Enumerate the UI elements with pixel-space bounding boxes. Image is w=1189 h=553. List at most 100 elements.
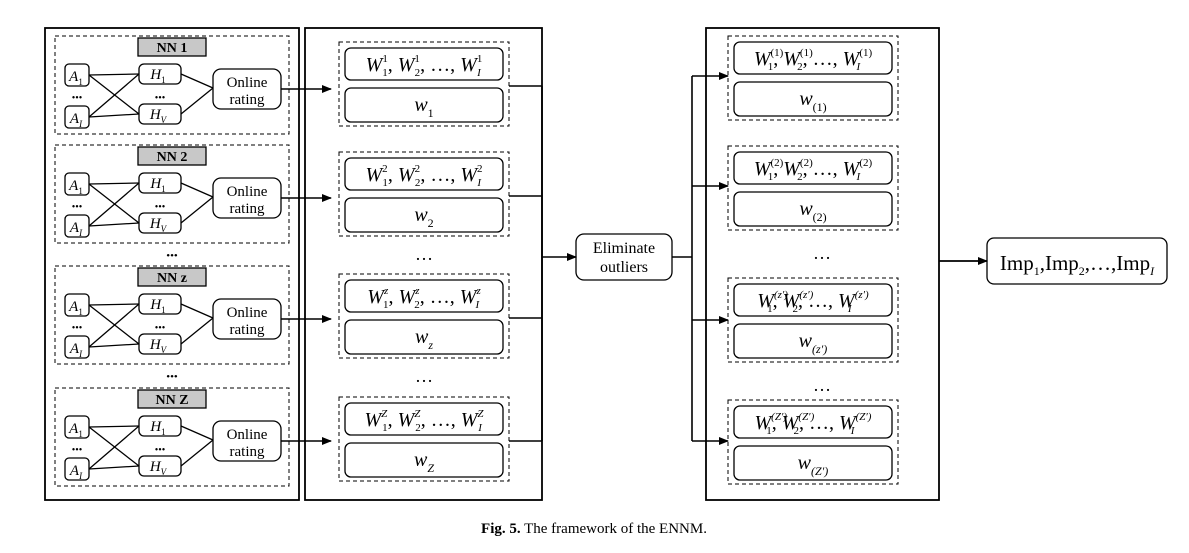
sorted-ellipsis: … (813, 243, 831, 263)
nn-label-box (137, 146, 207, 166)
weight-panel (338, 396, 510, 482)
hidden-ellipsis: ••• (155, 202, 166, 213)
connection (88, 343, 140, 348)
eliminate-line1: Eliminate (593, 240, 655, 257)
nn-label: NN 1 (157, 41, 188, 56)
weight-panel (338, 41, 510, 127)
sorted-weight-panel (727, 145, 899, 231)
connection (88, 425, 140, 428)
nn-label-box (137, 37, 207, 57)
connection (88, 222, 140, 227)
sorted-weight-panel (727, 35, 899, 121)
output-box (986, 237, 1168, 285)
weight-scalar-box (344, 442, 504, 478)
connection (88, 73, 140, 76)
connection (180, 303, 214, 319)
weight-scalar: w2 (414, 204, 433, 230)
online-rating-line1: Online (227, 184, 268, 200)
nn-label-box (137, 389, 207, 409)
output-label: Imp1,Imp2,…,ImpI (1000, 251, 1155, 278)
weights-ellipsis: … (415, 366, 433, 386)
connection (88, 113, 140, 118)
online-rating-line1: Online (227, 75, 268, 91)
hidden-node-label: HV (149, 107, 168, 125)
sorted-weight-scalar-box (733, 445, 893, 481)
sorted-weight-vector-box (733, 41, 893, 75)
connection (88, 182, 140, 227)
nn-ellipsis: ••• (166, 371, 178, 383)
connection (180, 439, 214, 467)
connection (88, 425, 140, 470)
sorted-weight-vector: W(Z′)1, W(Z′)2, …, W(Z′)I (755, 411, 872, 437)
online-rating-line2: rating (230, 92, 265, 108)
connection (88, 303, 140, 348)
weight-scalar: wz (415, 326, 433, 352)
sorted-weight-vector-box (733, 151, 893, 185)
nn-panel (54, 144, 290, 244)
sorted-weight-panel (727, 277, 899, 363)
input-node-label: A1 (68, 69, 83, 87)
sorted-weight-vector: W(1)1, W(1)2, …, W(1)I (754, 47, 873, 73)
input-ellipsis: ••• (72, 445, 83, 456)
hidden-node-label: HV (149, 459, 168, 477)
input-ellipsis: ••• (72, 202, 83, 213)
connection (180, 182, 214, 198)
connection (180, 87, 214, 115)
nn-ensemble-frame (44, 27, 300, 501)
sorted-weight-scalar: w(2) (799, 198, 826, 224)
connection (88, 465, 140, 470)
sorted-ellipsis: … (813, 375, 831, 395)
sorted-weight-vector: W(2)1, W(2)2, …, W(2)I (754, 157, 873, 183)
connection (180, 73, 214, 89)
nn-label-box (137, 267, 207, 287)
online-rating-line2: rating (230, 322, 265, 338)
nn-label: NN 2 (157, 150, 188, 165)
input-node-label: AI (69, 463, 83, 481)
hidden-node-label: H1 (149, 419, 165, 437)
connection (180, 425, 214, 441)
eliminate-line2: outliers (600, 259, 648, 276)
connection (180, 196, 214, 224)
connection (88, 426, 140, 467)
connection (88, 304, 140, 345)
sorted-weight-scalar-box (733, 323, 893, 359)
hidden-node-label: H1 (149, 297, 165, 315)
sorted-weight-panel (727, 399, 899, 485)
online-rating-line1: Online (227, 427, 268, 443)
connection (88, 182, 140, 185)
sorted-weight-scalar: w(1) (799, 88, 826, 114)
sorted-weights-frame (705, 27, 940, 501)
input-node-label: A1 (68, 178, 83, 196)
connection (88, 73, 140, 118)
nn-panel (54, 35, 290, 135)
weight-scalar-box (344, 87, 504, 123)
weight-vector-box (344, 47, 504, 81)
sorted-weight-vector: W(z′)1, W(z′)2, …, W(z′)I (757, 289, 869, 315)
nn-label: NN z (157, 271, 187, 286)
figure-caption: Fig. 5. The framework of the ENNM. (481, 521, 707, 537)
sorted-weight-scalar-box (733, 191, 893, 227)
weight-scalar: wZ (414, 449, 434, 475)
hidden-ellipsis: ••• (155, 93, 166, 104)
input-node-label: AI (69, 111, 83, 129)
input-node-label: AI (69, 341, 83, 359)
input-node-label: A1 (68, 421, 83, 439)
sorted-weight-vector-box (733, 405, 893, 439)
nn-ellipsis: ••• (166, 250, 178, 262)
weight-panel (338, 151, 510, 237)
input-node-label: A1 (68, 299, 83, 317)
connection (88, 303, 140, 306)
hidden-ellipsis: ••• (155, 445, 166, 456)
weight-scalar: w1 (414, 94, 433, 120)
weight-vector-box (344, 279, 504, 313)
hidden-ellipsis: ••• (155, 323, 166, 334)
nn-label: NN Z (155, 393, 188, 408)
online-rating-line2: rating (230, 201, 265, 217)
weight-vector-box (344, 402, 504, 436)
hidden-node-label: H1 (149, 176, 165, 194)
